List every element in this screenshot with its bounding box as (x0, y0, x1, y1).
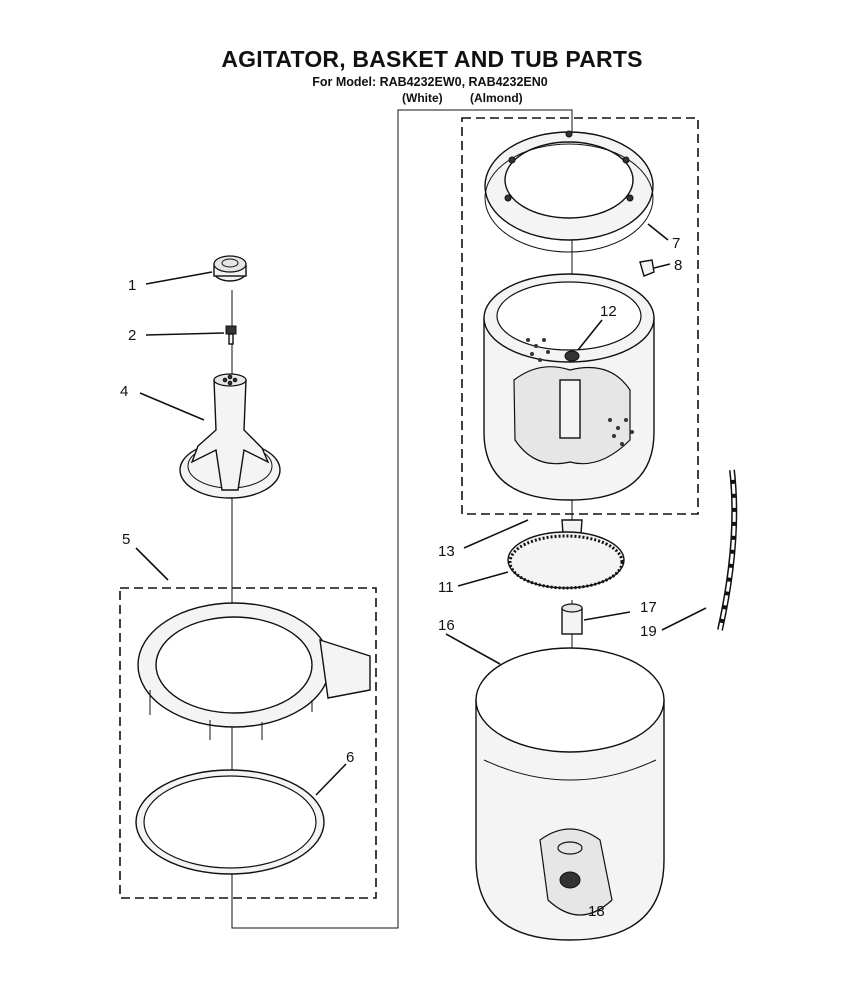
part-agitator-cap (213, 255, 247, 282)
callout-19: 19 (640, 623, 657, 640)
callout-16: 16 (438, 617, 455, 634)
part-basket (483, 273, 655, 501)
callout-5: 5 (122, 531, 130, 548)
part-basket-ring (484, 130, 654, 253)
part-tub-seal (135, 769, 325, 875)
variant-almond: (Almond) (470, 91, 523, 105)
callout-6: 6 (346, 749, 354, 766)
callout-1: 1 (128, 277, 136, 294)
group-box-left (119, 587, 377, 899)
callout-11: 11 (438, 579, 454, 596)
callout-2: 2 (128, 327, 136, 344)
part-spanner-nut (561, 603, 583, 635)
model-numbers: For Model: RAB4232EW0, RAB4232EN0 (312, 75, 548, 89)
part-agitator (179, 373, 281, 499)
callout-13: 13 (438, 543, 455, 560)
part-outer-tub (475, 647, 665, 941)
part-tub-ring (137, 602, 371, 740)
part-hose (717, 469, 738, 631)
callout-17: 17 (640, 599, 657, 616)
callout-18: 18 (588, 903, 605, 920)
callout-7: 7 (672, 235, 680, 252)
part-hub-gear (507, 531, 625, 590)
group-box-right (461, 117, 699, 515)
part-clip (639, 259, 655, 277)
variant-white: (White) (402, 91, 443, 105)
callout-leaders (135, 223, 707, 796)
part-agitator-bolt (225, 325, 237, 345)
callout-4: 4 (120, 383, 128, 400)
callout-12: 12 (600, 303, 617, 320)
callout-8: 8 (674, 257, 682, 274)
diagram-title: AGITATOR, BASKET AND TUB PARTS (221, 46, 643, 72)
